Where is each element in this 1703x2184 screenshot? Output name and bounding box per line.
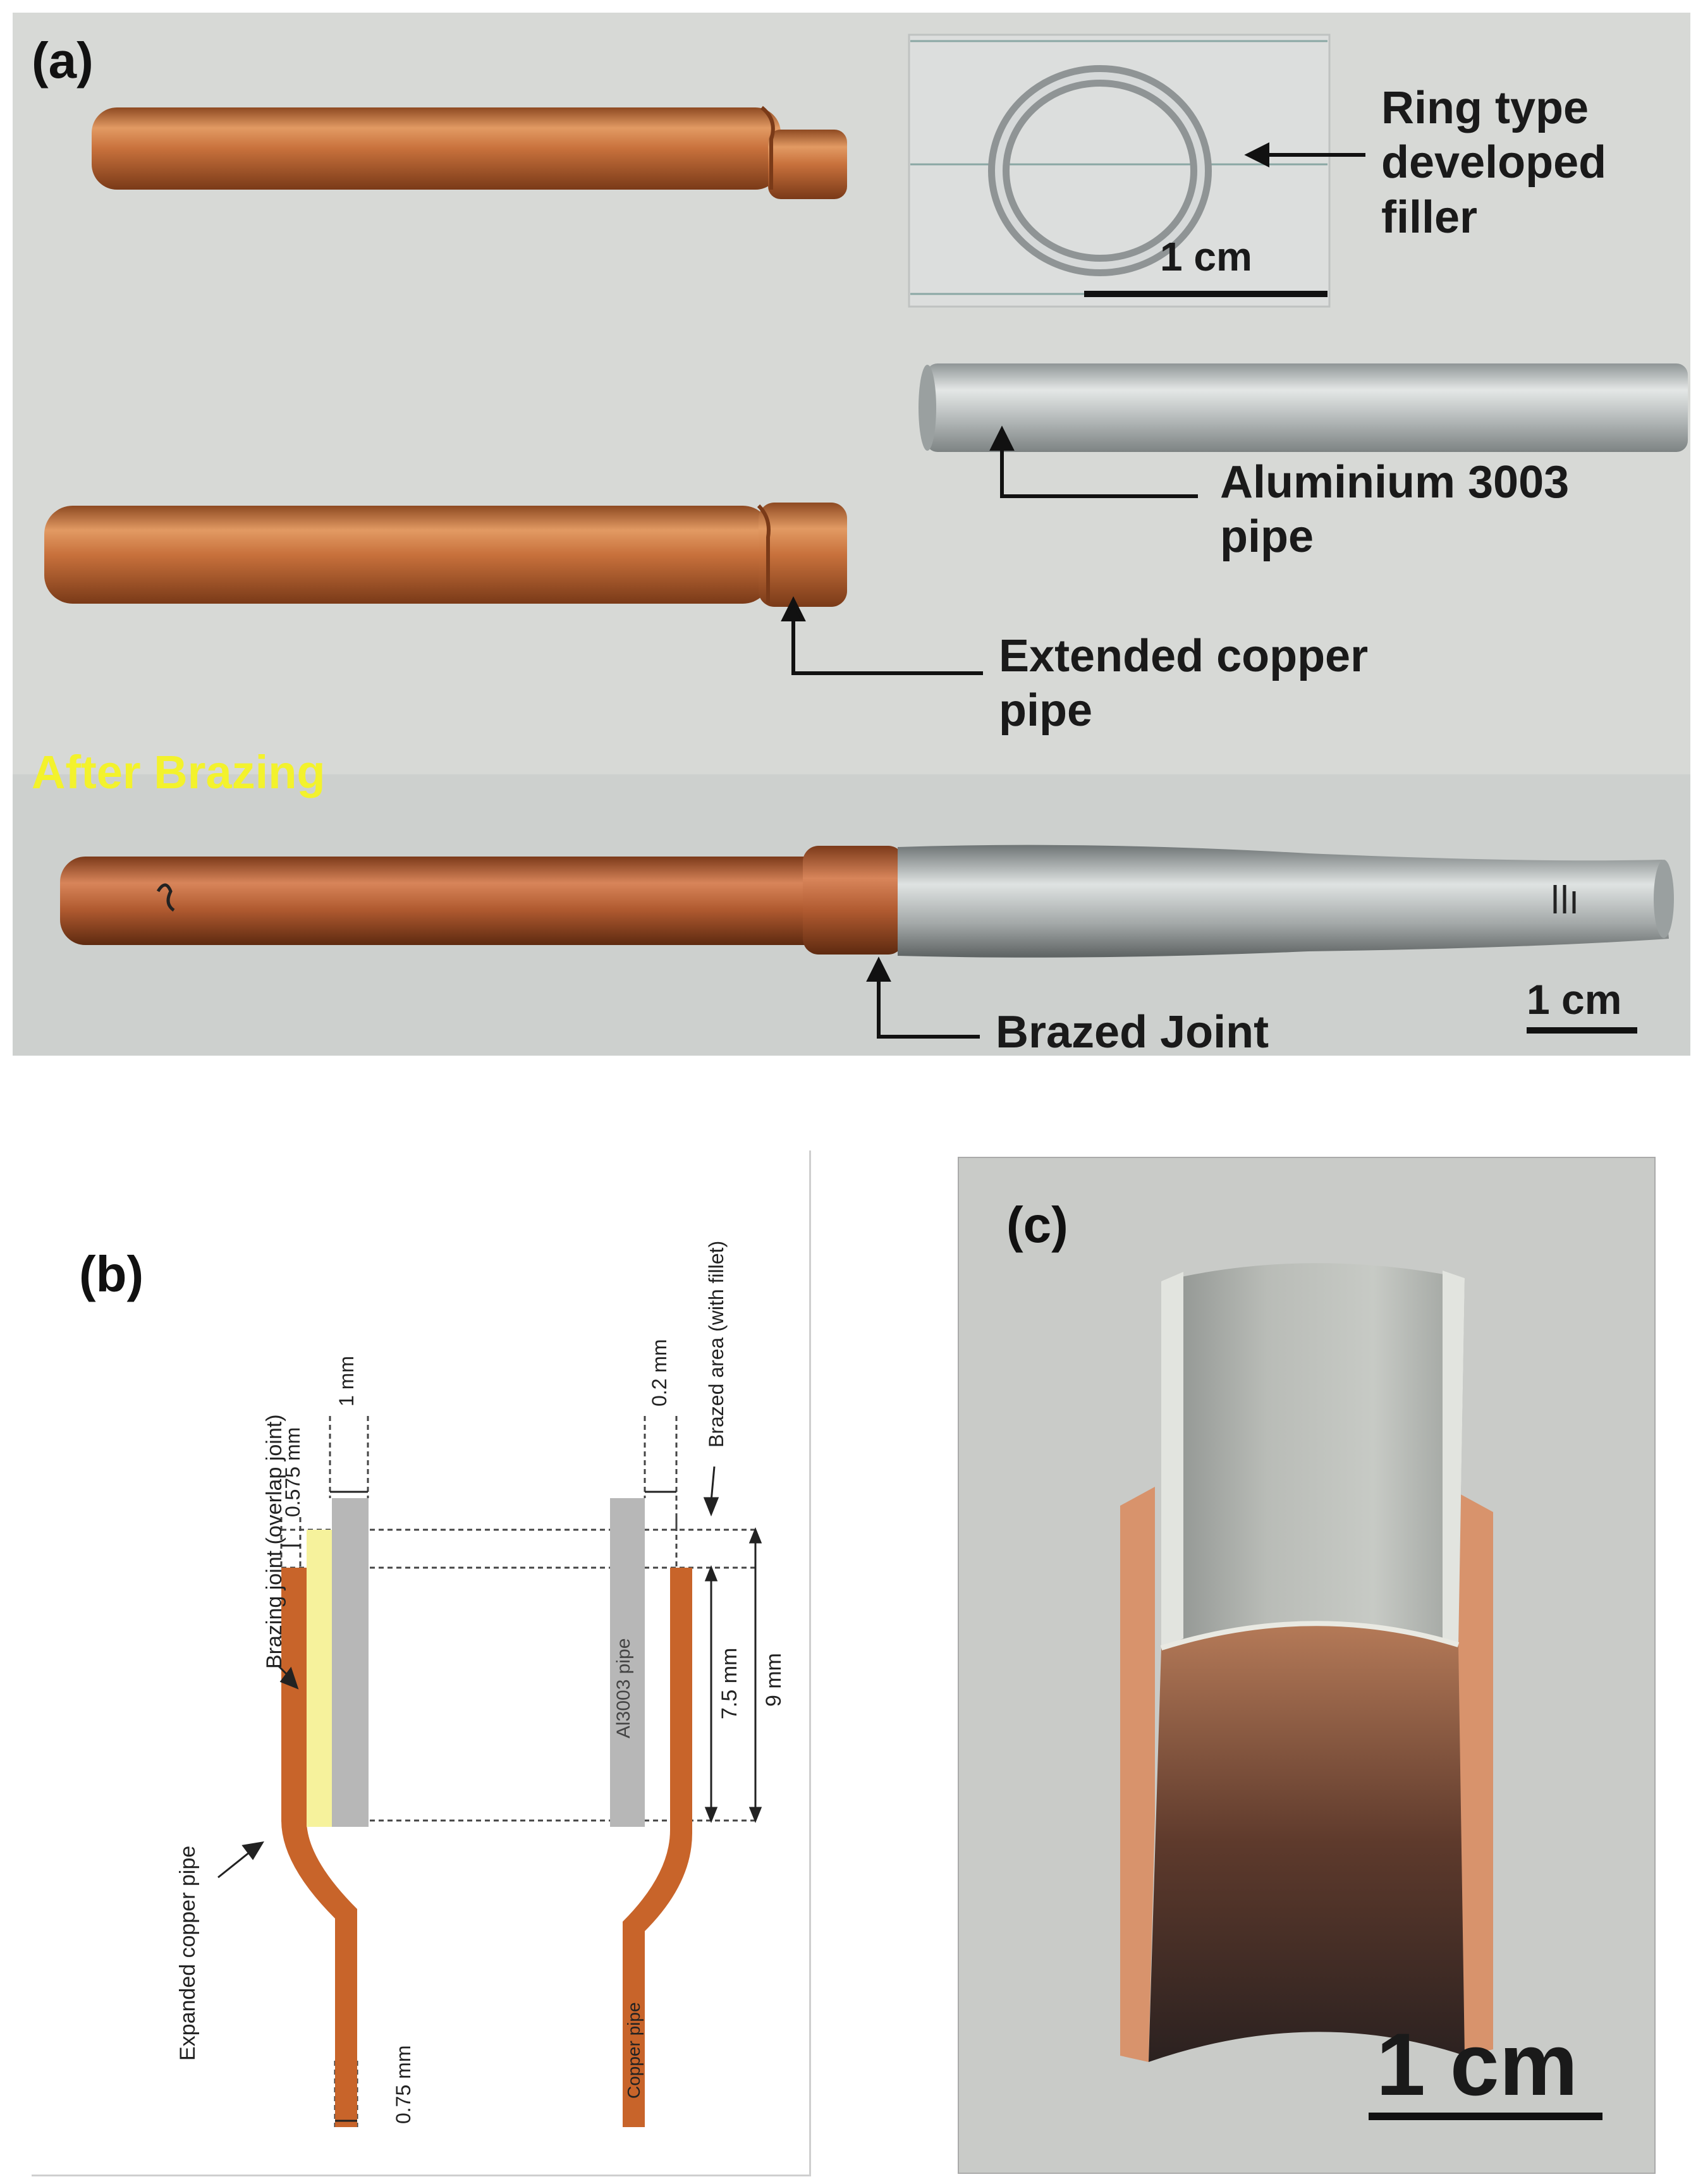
panel-b-label: (b) [79, 1246, 144, 1302]
ring-filler-inset [908, 34, 1331, 308]
copper-wall-left [1120, 1487, 1155, 2062]
panel-b-diagram [217, 1416, 762, 2127]
panel-c-photo [1120, 1263, 1602, 2120]
brazed-joint-label: Brazed Joint [996, 1007, 1269, 1056]
ring-scale-label: 1 cm [1160, 234, 1252, 279]
aluminium-section [1161, 1263, 1465, 1648]
expanded-copper-pipe [281, 1568, 357, 2127]
copper-pipe-right [623, 1568, 692, 2127]
dimension-arrows [217, 1466, 762, 2122]
dim-75mm: 7.5 mm [717, 1647, 742, 1719]
panel-c-label: (c) [1006, 1197, 1068, 1253]
al-pipe-left [332, 1498, 369, 1827]
ring-arrow [1244, 142, 1365, 168]
al-arrow [989, 425, 1198, 498]
expanded-pipe-label: Expanded copper pipe [176, 1845, 200, 2061]
scale-bar-a [1527, 1027, 1637, 1034]
scale-bar-c [1369, 2113, 1602, 2120]
dim-02mm: 0.2 mm [648, 1339, 671, 1406]
copper-pipe-top [92, 106, 847, 199]
brazed-assembly [60, 845, 1674, 958]
copper-pipe-extended [44, 503, 847, 607]
brazed-area-label: Brazed area (with fillet) [705, 1240, 728, 1448]
joint-arrow [866, 956, 980, 1039]
panel-a-label: (a) [32, 32, 94, 88]
aluminium-pipe [919, 363, 1688, 452]
filler-layer [307, 1530, 332, 1827]
cu-arrow [781, 596, 983, 675]
ring-scale-bar [1084, 291, 1328, 297]
copper-inner-section [1149, 1623, 1465, 2062]
scale-label-a: 1 cm [1527, 976, 1622, 1023]
dim-1mm: 1 mm [335, 1356, 358, 1406]
copper-wall-right [1458, 1493, 1493, 2056]
al-pipe-right [610, 1498, 645, 1827]
panel-a-photo [13, 34, 1690, 1056]
panel-b: (b) Brazing joint (overlap joint) Expand… [32, 1150, 811, 2176]
scale-label-c: 1 cm [1376, 2015, 1578, 2114]
panel-c: (c) 1 cm [958, 1157, 1656, 2174]
aluminium-label: Aluminium 3003 pipe [1220, 457, 1570, 563]
dim-9mm: 9 mm [762, 1653, 786, 1707]
dim-0575: 0.575 mm [281, 1427, 304, 1517]
panel-a: (a) Ring type developed filler 1 cm Alum… [13, 13, 1690, 1056]
copper-pipe-label: Copper pipe [624, 2002, 644, 2099]
dim-075mm: 0.75 mm [392, 2045, 415, 2124]
al3003-label: Al3003 pipe [613, 1638, 634, 1738]
ring-filler-label: Ring type developed filler [1381, 83, 1607, 243]
after-brazing-label: After Brazing [32, 746, 326, 798]
copper-label: Extended copper pipe [999, 631, 1369, 736]
